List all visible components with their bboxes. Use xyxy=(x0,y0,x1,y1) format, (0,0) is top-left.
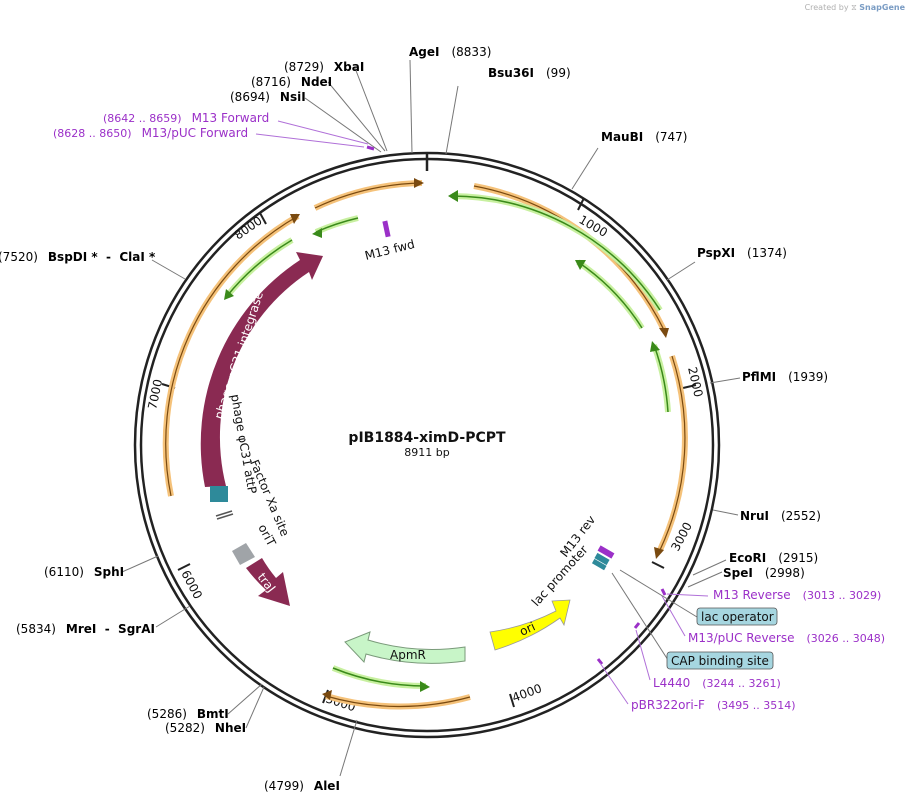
primer-pbr322ori-f[interactable]: pBR322ori-F(3495 .. 3514) xyxy=(631,698,796,712)
m13-fwd-label: M13 fwd xyxy=(363,237,416,263)
tick-label-2000: 2000 xyxy=(685,366,706,399)
plasmid-name: pIB1884-ximD-PCPT xyxy=(348,430,506,446)
credit-brand: SnapGene xyxy=(859,3,905,12)
traj-arrow[interactable] xyxy=(246,558,290,606)
m13-forward-glyph xyxy=(366,145,375,151)
integrase-arrow[interactable] xyxy=(200,252,323,487)
enzyme-bspdi-clai[interactable]: (7520)BspDI * - ClaI * xyxy=(0,250,156,264)
factor-xa-marker-1 xyxy=(215,510,233,517)
tick-8000 xyxy=(259,212,267,225)
orit-box[interactable] xyxy=(232,543,255,565)
enzyme-labels: AgeI(8833) Bsu36I(99) MauBI(747) PspXI(1… xyxy=(0,45,828,793)
primer-labels: (8642 .. 8659)M13 Forward (8628 .. 8650)… xyxy=(53,111,885,712)
leader-lines xyxy=(121,59,741,777)
lac-operator-box[interactable] xyxy=(696,607,778,626)
green-arc-top-left xyxy=(312,215,359,238)
tick-2000 xyxy=(682,384,697,389)
green-arc-bottom xyxy=(331,665,430,692)
tick-1000 xyxy=(577,197,585,211)
factor-xa-marker-2 xyxy=(216,513,234,520)
orange-arc-top xyxy=(313,178,424,211)
enzyme-ndei[interactable]: (8716)NdeI xyxy=(251,75,332,89)
primer-l4440[interactable]: L4440(3244 .. 3261) xyxy=(653,676,781,690)
ori-arrow[interactable] xyxy=(489,599,571,651)
tick-label-4000: 4000 xyxy=(510,681,543,705)
cap-binding-site-box[interactable] xyxy=(666,651,774,670)
enzyme-alei[interactable]: (4799)AleI xyxy=(264,779,340,793)
enzyme-nsii[interactable]: (8694)NsiI xyxy=(230,90,306,104)
backbone xyxy=(133,151,721,739)
green-arc-left xyxy=(224,237,294,300)
boxed-leader-lines xyxy=(611,569,698,661)
orange-arc-right xyxy=(473,183,669,338)
lac-cluster-glyph[interactable] xyxy=(591,545,615,571)
tick-label-6000: 6000 xyxy=(178,568,205,602)
green-arc-top-right xyxy=(448,190,663,312)
green-arc-right-mid xyxy=(650,341,671,413)
enzyme-ecori[interactable]: EcoRI(2915) xyxy=(729,551,818,565)
green-arc-right-inner xyxy=(575,259,645,330)
cap-binding-site-label: CAP binding site xyxy=(671,654,769,668)
lac-operator-label: lac operator xyxy=(701,610,774,624)
enzyme-spei[interactable]: SpeI(2998) xyxy=(723,566,805,580)
enzyme-nhei[interactable]: (5282)NheI xyxy=(165,721,246,735)
enzyme-mrei-sgrai[interactable]: (5834)MreI - SgrAI xyxy=(16,622,155,636)
tick-label-7000: 7000 xyxy=(145,378,165,411)
snapgene-credit: Created by ⧖ SnapGene xyxy=(805,3,905,13)
enzyme-bsu36i[interactable]: Bsu36I(99) xyxy=(488,66,571,80)
primer-m13-forward[interactable]: (8642 .. 8659)M13 Forward xyxy=(103,111,269,125)
orange-arc-right-lower xyxy=(654,355,688,559)
enzyme-bmti[interactable]: (5286)BmtI xyxy=(147,707,229,721)
tick-6000 xyxy=(177,563,191,571)
m13-fwd-glyph[interactable] xyxy=(382,220,391,238)
apmr-arrow[interactable] xyxy=(344,631,466,664)
enzyme-sphi[interactable]: (6110)SphI xyxy=(44,565,124,579)
tick-4000 xyxy=(509,693,515,708)
boxed-feature-labels: lac operator CAP binding site xyxy=(666,607,778,670)
primer-m13-reverse[interactable]: M13 Reverse(3013 .. 3029) xyxy=(713,588,881,602)
primer-m13-puc-forward[interactable]: (8628 .. 8650)M13/pUC Forward xyxy=(53,126,248,140)
enzyme-agei[interactable]: AgeI(8833) xyxy=(409,45,491,59)
ori-label: ori xyxy=(517,619,537,638)
orange-arc-bottom xyxy=(322,690,471,710)
l4440-glyph xyxy=(633,622,641,629)
tick-label-8000: 8000 xyxy=(232,213,265,242)
tick-3000 xyxy=(651,561,665,569)
enzyme-pspxi[interactable]: PspXI(1374) xyxy=(697,246,787,260)
green-feature-arcs xyxy=(224,190,671,692)
enzyme-xbai[interactable]: (8729)XbaI xyxy=(284,60,364,74)
enzyme-pflmi[interactable]: PflMI(1939) xyxy=(742,370,828,384)
enzyme-nrui[interactable]: NruI(2552) xyxy=(740,509,821,523)
orange-arc-left xyxy=(162,213,300,497)
primer-m13-puc-reverse[interactable]: M13/pUC Reverse(3026 .. 3048) xyxy=(688,631,885,645)
primer-leader-lines xyxy=(255,120,709,705)
pbr322ori-glyph xyxy=(596,658,604,665)
plasmid-size: 8911 bp xyxy=(404,446,449,459)
m13-reverse-glyph xyxy=(660,588,667,596)
snapgene-logo-icon: ⧖ xyxy=(851,3,857,12)
credit-prefix: Created by xyxy=(804,3,849,12)
enzyme-maubi[interactable]: MauBI(747) xyxy=(601,130,687,144)
attp-box[interactable] xyxy=(210,486,228,502)
apmr-label: ApmR xyxy=(390,648,426,662)
